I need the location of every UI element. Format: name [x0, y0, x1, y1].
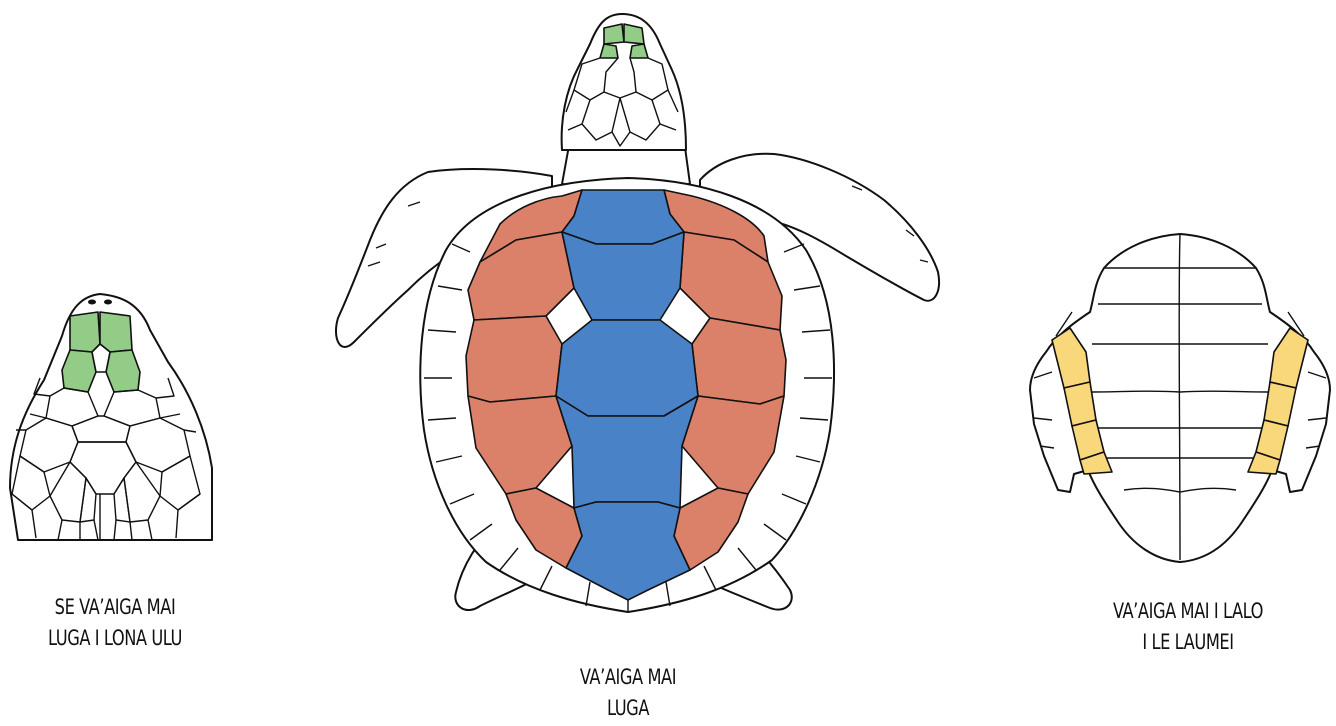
turtle-top-view [336, 14, 939, 612]
pre-scute-1 [70, 312, 100, 352]
head-top-view [10, 294, 212, 540]
plastron-bottom-view [1030, 234, 1330, 562]
head-view-caption: SE VA’AIGA MAI LUGA I LONA ULU [25, 592, 206, 654]
pre-scute-8 [630, 44, 648, 58]
pre-scute-2 [100, 312, 132, 352]
ver-scute-1 [562, 190, 684, 244]
cos-scute-3 [466, 316, 562, 402]
bottom-view-caption: VA’AIGA MAI I LALO I LE LAUMEI [1085, 596, 1291, 658]
pre-scute-7 [600, 44, 618, 58]
cos-scute-8 [692, 318, 786, 404]
bottom-view-caption-line2: I LE LAUMEI [1085, 627, 1291, 658]
top-view-caption: VA’AIGA MAI LUGA [535, 662, 721, 724]
nostril-left [88, 300, 96, 305]
top-view-caption-line1: VA’AIGA MAI [535, 662, 721, 693]
pre-scute-3 [62, 350, 96, 392]
head-view-caption-line1: SE VA’AIGA MAI [25, 592, 206, 623]
top-view-caption-line2: LUGA [535, 693, 721, 724]
pre-scute-6 [624, 24, 644, 44]
ver-scute-3 [556, 320, 698, 416]
nostril-right [104, 300, 112, 305]
bottom-view-caption-line1: VA’AIGA MAI I LALO [1085, 596, 1291, 627]
pre-scute-4 [106, 350, 140, 392]
head-view-caption-line2: LUGA I LONA ULU [25, 623, 206, 654]
pre-scute-5 [604, 24, 624, 44]
